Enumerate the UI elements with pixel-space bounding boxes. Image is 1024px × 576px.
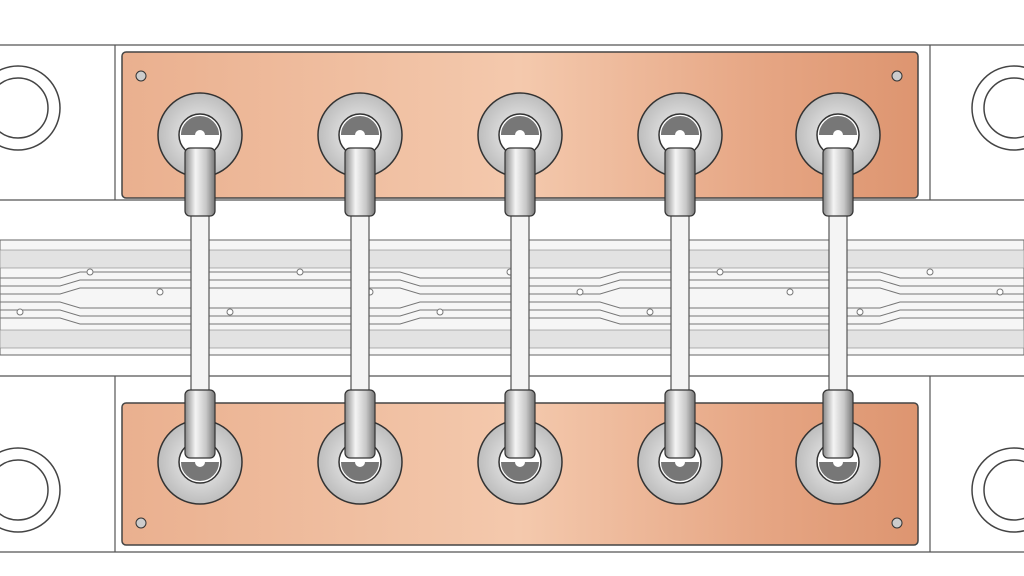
wire-bend-top	[819, 116, 857, 136]
wire-bond-loop	[157, 92, 243, 505]
via	[926, 268, 934, 276]
via	[156, 288, 164, 296]
wire-bond-loop	[317, 92, 403, 505]
wire-bend-bottom	[819, 461, 857, 481]
sleeve-bottom	[822, 389, 854, 459]
wire-bend-bottom	[661, 461, 699, 481]
via	[296, 268, 304, 276]
circuit-trace	[0, 279, 1024, 287]
via	[716, 268, 724, 276]
via	[576, 288, 584, 296]
wire-bond-loops	[157, 92, 881, 505]
wire-bend-bottom	[341, 461, 379, 481]
sleeve-top	[504, 147, 536, 217]
circuit-trace	[0, 301, 1024, 309]
sleeve-bottom	[504, 389, 536, 459]
via	[996, 288, 1004, 296]
via	[16, 308, 24, 316]
circuit-trace	[0, 271, 1024, 279]
wire-bond-loop	[637, 92, 723, 505]
wire-bend-top	[661, 116, 699, 136]
wire-bend-top	[341, 116, 379, 136]
sleeve-top	[822, 147, 854, 217]
sleeve-top	[344, 147, 376, 217]
sleeve-top	[184, 147, 216, 217]
wire-bend-top	[501, 116, 539, 136]
wire-bend-bottom	[501, 461, 539, 481]
corner-screws	[135, 70, 903, 529]
wire-bond-loop	[477, 92, 563, 505]
sleeve-bottom	[344, 389, 376, 459]
wire-bend-top	[181, 116, 219, 136]
via	[226, 308, 234, 316]
wire-bend-bottom	[181, 461, 219, 481]
sleeve-bottom	[184, 389, 216, 459]
via	[86, 268, 94, 276]
via	[436, 308, 444, 316]
wire-bond-loop	[795, 92, 881, 505]
circuit-trace	[0, 317, 1024, 325]
sleeve-bottom	[664, 389, 696, 459]
via	[856, 308, 864, 316]
via	[646, 308, 654, 316]
via	[786, 288, 794, 296]
circuit-trace	[0, 287, 1024, 295]
circuit-trace	[0, 309, 1024, 317]
sleeve-top	[664, 147, 696, 217]
mounting-holes	[0, 65, 1024, 533]
